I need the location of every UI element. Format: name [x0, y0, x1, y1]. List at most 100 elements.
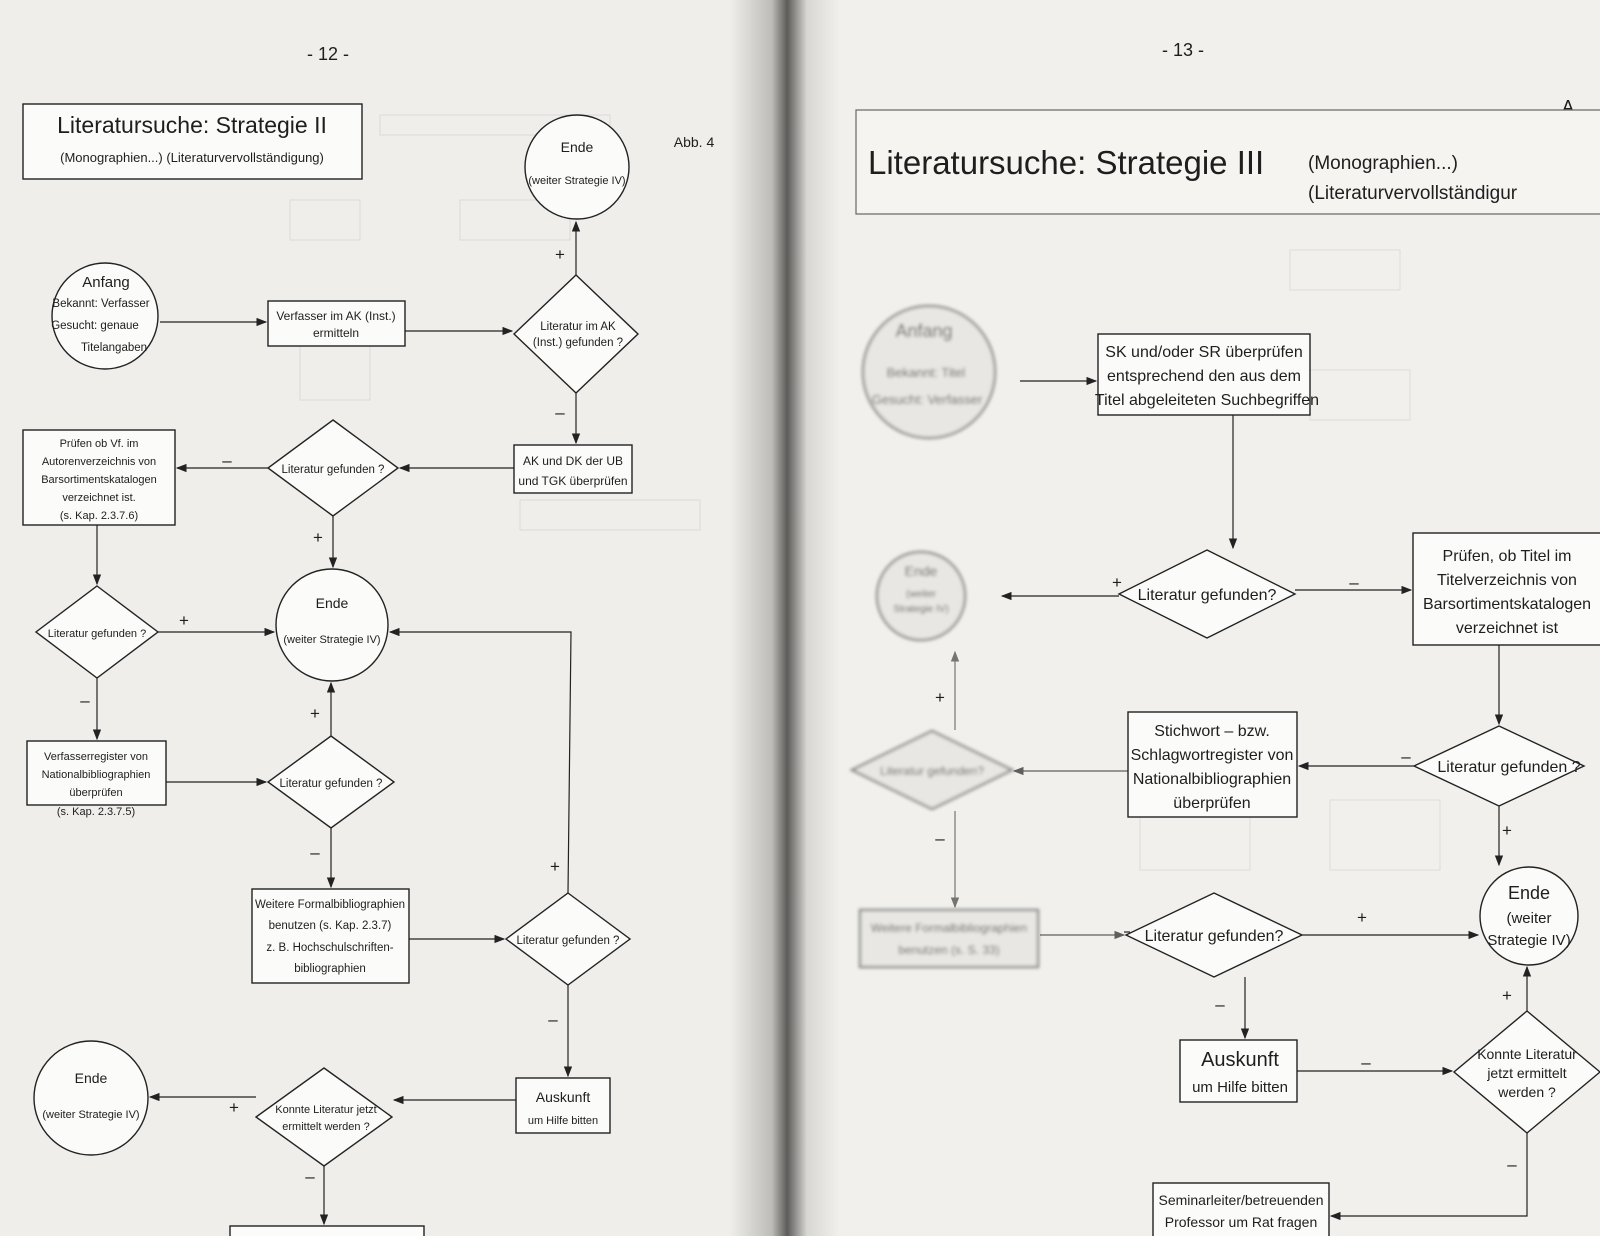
right-step-seminar: Seminarleiter/betreuenden Professor um R… — [1152, 1182, 1330, 1236]
svg-text:werden ?: werden ? — [1497, 1084, 1556, 1100]
right-end-node: Ende (weiter Strategie IV) — [1479, 866, 1579, 966]
svg-text:Seminarleiter/betreuenden: Seminarleiter/betreuenden — [1159, 1192, 1324, 1208]
svg-text:Literatur im AK: Literatur im AK — [540, 321, 616, 333]
svg-text:Ende: Ende — [316, 595, 349, 611]
left-step-ak-dk: AK und DK der UB und TGK überprüfen — [513, 444, 633, 494]
svg-text:z. B. Hochschulschriften-: z. B. Hochschulschriften- — [266, 942, 393, 954]
svg-text:Titelverzeichnis von: Titelverzeichnis von — [1437, 572, 1577, 589]
right-page-number: - 13 - — [1162, 40, 1204, 60]
left-step-verfasser: Verfasser im AK (Inst.) ermitteln — [267, 300, 406, 347]
svg-text:benutzen (s. S. 33): benutzen (s. S. 33) — [898, 943, 999, 957]
svg-text:Strategie IV): Strategie IV) — [893, 604, 949, 615]
svg-text:(weiter: (weiter — [906, 589, 937, 600]
svg-text:(weiter Strategie IV): (weiter Strategie IV) — [528, 175, 625, 187]
svg-text:(s. Kap. 2.3.7.6): (s. Kap. 2.3.7.6) — [60, 510, 138, 522]
left-decision-ak: Literatur im AK (Inst.) gefunden ? — [512, 274, 640, 394]
right-decision-found-1: Literatur gefunden? — [1117, 549, 1297, 639]
right-connectors — [950, 376, 1532, 1221]
svg-text:Titel abgeleiteten Suchbegriff: Titel abgeleiteten Suchbegriffen — [1095, 392, 1319, 409]
left-branch-signs: + – – + + – + – + – + – — [80, 245, 565, 1186]
svg-text:–: – — [80, 691, 90, 710]
left-end-node-bottom: Ende (weiter Strategie IV) — [33, 1040, 149, 1156]
right-end-node-blurred: Ende (weiter Strategie IV) — [875, 550, 967, 642]
left-step-formalbibliographien: Weitere Formalbibliographien benutzen (s… — [251, 888, 410, 984]
left-subtitle: (Monographien...) (Literaturvervollständ… — [60, 150, 324, 165]
svg-text:Strategie IV): Strategie IV) — [1487, 932, 1570, 949]
svg-text:bibliographien: bibliographien — [294, 963, 366, 975]
left-decision-found-4: Literatur gefunden ? — [504, 892, 632, 986]
left-figure-label: Abb. 4 — [674, 134, 715, 150]
left-decision-konnte: Konnte Literatur jetzt ermittelt werden … — [254, 1067, 394, 1167]
right-decision-blurred: Literatur gefunden? — [849, 729, 1015, 811]
right-step-formal-blurred: Weitere Formalbibliographien benutzen (s… — [858, 908, 1040, 969]
svg-text:Ende: Ende — [905, 563, 938, 579]
svg-text:- 12 -: - 12 - — [307, 44, 349, 64]
svg-text:+: + — [555, 245, 565, 264]
right-branch-signs: + – – + + – – + – + – — [935, 573, 1517, 1174]
svg-text:Auskunft: Auskunft — [536, 1089, 591, 1105]
svg-text:(weiter Strategie IV): (weiter Strategie IV) — [42, 1109, 139, 1121]
svg-text:Titelangaben: Titelangaben — [81, 342, 147, 354]
svg-text:Literatur gefunden ?: Literatur gefunden ? — [517, 935, 620, 947]
svg-text:–: – — [1349, 573, 1359, 592]
svg-text:Ende: Ende — [1508, 883, 1550, 903]
svg-text:jetzt ermittelt: jetzt ermittelt — [1486, 1065, 1566, 1081]
svg-text:Barsortimentskatalogen: Barsortimentskatalogen — [1423, 596, 1591, 613]
right-title-box: Literatursuche: Strategie III (Monograph… — [855, 109, 1600, 215]
right-subtitle-2: (Literaturvervollständigur — [1308, 183, 1518, 204]
svg-text:–: – — [1361, 1053, 1371, 1072]
svg-text:Ende: Ende — [75, 1070, 108, 1086]
left-end-node-center: Ende (weiter Strategie IV) — [275, 568, 389, 682]
svg-text:um Hilfe bitten: um Hilfe bitten — [528, 1115, 598, 1127]
svg-text:–: – — [305, 1167, 315, 1186]
svg-text:Bekannt: Verfasser: Bekannt: Verfasser — [52, 298, 149, 310]
right-decision-found-2: Literatur gefunden ? — [1412, 725, 1586, 807]
svg-text:(weiter: (weiter — [1506, 910, 1551, 927]
svg-text:Literatur gefunden ?: Literatur gefunden ? — [282, 464, 385, 476]
svg-text:Prüfen, ob Titel im: Prüfen, ob Titel im — [1443, 548, 1572, 565]
right-start-node: Anfang Bekannt: Titel Gesucht: Verfasser — [861, 304, 997, 440]
svg-text:entsprechend den aus dem: entsprechend den aus dem — [1107, 368, 1301, 385]
svg-text:–: – — [935, 829, 945, 848]
svg-text:Barsortimentskatalogen: Barsortimentskatalogen — [41, 474, 157, 486]
svg-text:+: + — [550, 857, 560, 876]
svg-text:+: + — [935, 688, 945, 707]
svg-text:+: + — [1502, 821, 1512, 840]
svg-text:überprüfen: überprüfen — [69, 787, 122, 799]
svg-text:(Inst.) gefunden ?: (Inst.) gefunden ? — [533, 337, 623, 349]
left-decision-found-2: Literatur gefunden ? — [34, 585, 160, 679]
svg-text:Stichwort – bzw.: Stichwort – bzw. — [1154, 723, 1270, 740]
svg-text:Auskunft: Auskunft — [1201, 1049, 1279, 1071]
svg-text:Schlagwortregister von: Schlagwortregister von — [1131, 747, 1294, 764]
svg-text:–: – — [310, 843, 320, 862]
svg-text:–: – — [555, 403, 565, 422]
left-step-auskunft: Auskunft um Hilfe bitten — [515, 1077, 611, 1134]
svg-text:Autorenverzeichnis von: Autorenverzeichnis von — [42, 456, 156, 468]
left-end-node-top: Ende (weiter Strategie IV) — [524, 114, 630, 220]
svg-text:Literatur gefunden ?: Literatur gefunden ? — [1437, 759, 1580, 776]
svg-text:Prüfen ob Vf. im: Prüfen ob Vf. im — [60, 438, 139, 450]
svg-text:Ende: Ende — [561, 139, 594, 155]
svg-text:+: + — [1502, 986, 1512, 1005]
left-decision-found-3: Literatur gefunden ? — [266, 735, 396, 829]
svg-text:verzeichnet ist.: verzeichnet ist. — [62, 492, 135, 504]
svg-text:–: – — [1507, 1155, 1517, 1174]
svg-text:Literatur gefunden ?: Literatur gefunden ? — [48, 628, 146, 640]
svg-text:Nationalbibliographien: Nationalbibliographien — [1133, 771, 1291, 788]
left-step-cut-off — [229, 1225, 425, 1236]
left-connectors — [92, 220, 581, 1226]
left-page-number: - 12 - — [307, 44, 349, 64]
svg-text:Weitere Formalbibliographien: Weitere Formalbibliographien — [871, 921, 1028, 935]
right-decision-found-3: Literatur gefunden? — [1124, 892, 1304, 978]
right-title: Literatursuche: Strategie III — [868, 144, 1264, 181]
svg-text:+: + — [229, 1098, 239, 1117]
svg-text:+: + — [1357, 908, 1367, 927]
right-step-pruefen: Prüfen, ob Titel im Titelverzeichnis von… — [1412, 532, 1600, 646]
svg-text:ermittelt werden ?: ermittelt werden ? — [282, 1121, 369, 1133]
svg-text:Literatur gefunden?: Literatur gefunden? — [1145, 928, 1284, 945]
svg-text:Konnte Literatur: Konnte Literatur — [1477, 1046, 1577, 1062]
svg-text:Anfang: Anfang — [895, 321, 952, 341]
svg-text:Bekannt: Titel: Bekannt: Titel — [887, 365, 966, 380]
right-step-sk: SK und/oder SR überprüfen entsprechend d… — [1095, 333, 1319, 416]
